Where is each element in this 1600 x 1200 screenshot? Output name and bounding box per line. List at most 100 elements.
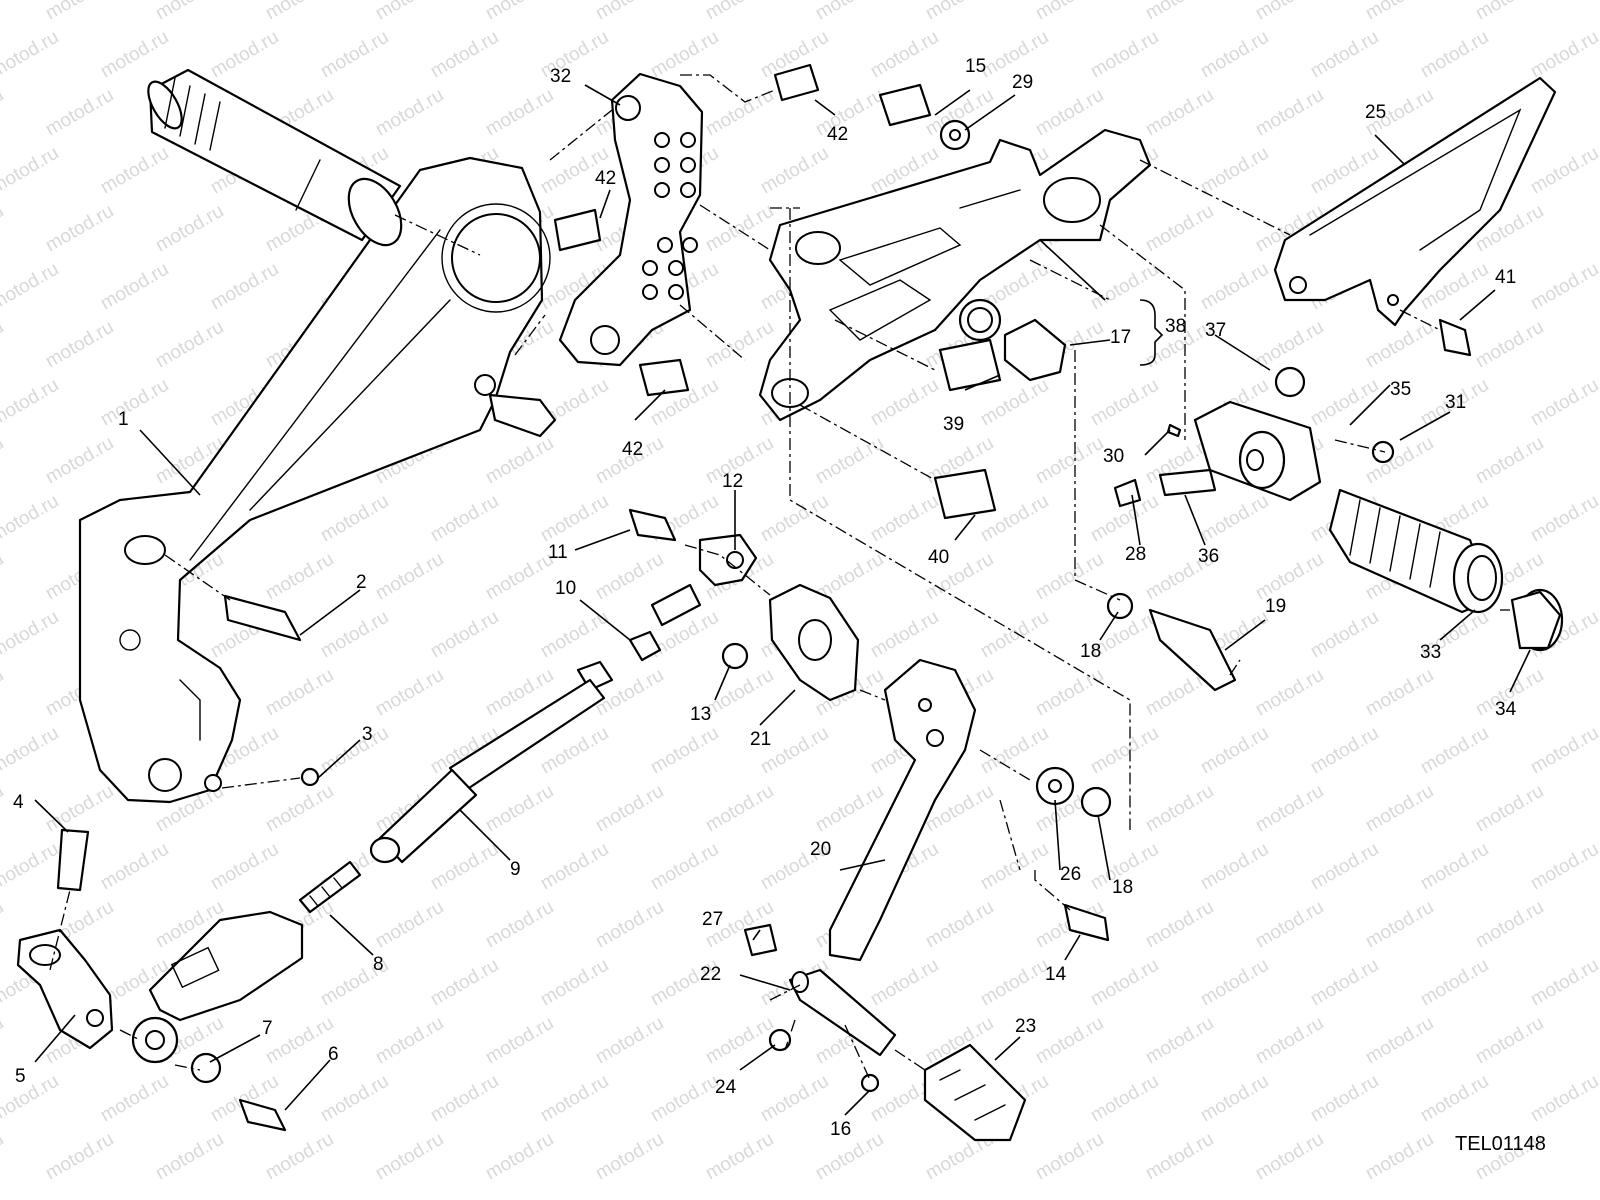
watermark-text: motod.ru: [1252, 781, 1327, 837]
watermark-text: motod.ru: [1527, 143, 1600, 199]
watermark-text: motod.ru: [42, 433, 117, 489]
watermark-text: motod.ru: [482, 781, 557, 837]
watermark-text: motod.ru: [1362, 433, 1437, 489]
watermark-text: motod.ru: [1362, 781, 1437, 837]
watermark-text: motod.ru: [0, 1013, 7, 1069]
shift-rod-assembly: [131, 660, 614, 1064]
watermark-text: motod.ru: [42, 0, 117, 24]
callout-14: 14: [1045, 964, 1067, 985]
callout-2: 2: [356, 572, 367, 593]
watermark-text: motod.ru: [592, 781, 667, 837]
watermark-text: motod.ru: [1252, 85, 1327, 141]
callout-38: 38: [1165, 316, 1186, 337]
watermark-text: motod.ru: [1307, 723, 1382, 779]
watermark-text: motod.ru: [1527, 839, 1600, 895]
watermark-text: motod.ru: [0, 607, 62, 663]
watermark-text: motod.ru: [1527, 723, 1600, 779]
watermark-text: motod.ru: [867, 375, 942, 431]
watermark-text: motod.ru: [1417, 955, 1492, 1011]
watermark-text: motod.ru: [42, 1129, 117, 1185]
drawing-reference-code: TEL01148: [1455, 1133, 1546, 1155]
watermark-text: motod.ru: [1307, 955, 1382, 1011]
callout-42c: 42: [622, 439, 643, 460]
watermark-text: motod.ru: [1362, 1129, 1437, 1185]
watermark-text: motod.ru: [0, 839, 62, 895]
watermark-text: motod.ru: [0, 143, 62, 199]
watermark-text: motod.ru: [867, 491, 942, 547]
callout-labels: 1 2 3 4 5 6 7 8 9 10 11 12 13 14 15 16 1…: [13, 56, 1517, 1140]
callout-41: 41: [1495, 267, 1516, 288]
watermark-text: motod.ru: [1197, 955, 1272, 1011]
watermark-text: motod.ru: [0, 27, 62, 83]
watermark-text: motod.ru: [1032, 549, 1107, 605]
watermark-text: motod.ru: [152, 0, 227, 24]
watermark-text: motod.ru: [317, 27, 392, 83]
watermark-text: motod.ru: [262, 781, 337, 837]
callout-12: 12: [722, 471, 743, 492]
watermark-text: motod.ru: [1032, 1129, 1107, 1185]
watermark-text: motod.ru: [317, 723, 392, 779]
pivot-tube: [147, 68, 403, 247]
watermark-text: motod.ru: [372, 0, 447, 24]
callout-21: 21: [750, 729, 771, 750]
watermark-text: motod.ru: [1362, 0, 1437, 24]
watermark-text: motod.ru: [1142, 1013, 1217, 1069]
watermark-text: motod.ru: [1252, 897, 1327, 953]
callout-10: 10: [555, 578, 576, 599]
watermark-text: motod.ru: [42, 317, 117, 373]
watermark-text: motod.ru: [867, 955, 942, 1011]
callout-30: 30: [1103, 446, 1124, 467]
watermark-text: motod.ru: [372, 85, 447, 141]
watermark-text: motod.ru: [1527, 375, 1600, 431]
watermark-text: motod.ru: [1087, 723, 1162, 779]
watermark-text: motod.ru: [262, 549, 337, 605]
watermark-text: motod.ru: [647, 723, 722, 779]
callout-17: 17: [1110, 327, 1131, 348]
callout-40: 40: [928, 547, 949, 568]
watermark-text: motod.ru: [702, 317, 777, 373]
watermark-text: motod.ru: [482, 1013, 557, 1069]
heel-guard-part: [1273, 76, 1557, 327]
watermark-text: motod.ru: [317, 1071, 392, 1127]
assembly-lines: [49, 74, 1510, 1081]
watermark-text: motod.ru: [1252, 549, 1327, 605]
watermark-text: motod.ru: [812, 0, 887, 24]
watermark-text: motod.ru: [1032, 433, 1107, 489]
watermark-text: motod.ru: [0, 1129, 7, 1185]
callout-20: 20: [810, 839, 831, 860]
watermark-text: motod.ru: [1307, 375, 1382, 431]
watermark-text: motod.ru: [0, 723, 62, 779]
watermark-text: motod.ru: [1307, 1071, 1382, 1127]
watermark-text: motod.ru: [97, 839, 172, 895]
watermark-text: motod.ru: [1252, 665, 1327, 721]
watermark-text: motod.ru: [0, 549, 7, 605]
cam-plate-part: [768, 583, 860, 702]
watermark-text: motod.ru: [0, 491, 62, 547]
watermark-text: motod.ru: [977, 955, 1052, 1011]
watermark-text: motod.ru: [1087, 955, 1162, 1011]
watermark-text: motod.ru: [1032, 0, 1107, 24]
watermark-text: motod.ru: [0, 0, 7, 24]
watermark-text: motod.ru: [0, 85, 7, 141]
watermark-text: motod.ru: [1142, 1129, 1217, 1185]
watermark-text: motod.ru: [1197, 143, 1272, 199]
watermark-text: motod.ru: [1417, 1071, 1492, 1127]
watermark-text: motod.ru: [1197, 1071, 1272, 1127]
watermark-text: motod.ru: [42, 201, 117, 257]
watermark-text: motod.ru: [702, 1129, 777, 1185]
watermark-text: motod.ru: [1417, 723, 1492, 779]
footpeg-assembly: [1193, 400, 1564, 652]
callout-3: 3: [362, 724, 373, 745]
watermark-text: motod.ru: [1362, 317, 1437, 373]
watermark-text: motod.ru: [537, 491, 612, 547]
watermark-text: motod.ru: [0, 201, 7, 257]
watermark-text: motod.ru: [1362, 1013, 1437, 1069]
watermark-text: motod.ru: [0, 665, 7, 721]
watermark-text: motod.ru: [262, 1129, 337, 1185]
watermark-text: motod.ru: [812, 781, 887, 837]
watermark-text: motod.ru: [42, 781, 117, 837]
callout-13: 13: [690, 704, 711, 725]
watermark-text: motod.ru: [592, 1129, 667, 1185]
callout-42b: 42: [595, 168, 616, 189]
